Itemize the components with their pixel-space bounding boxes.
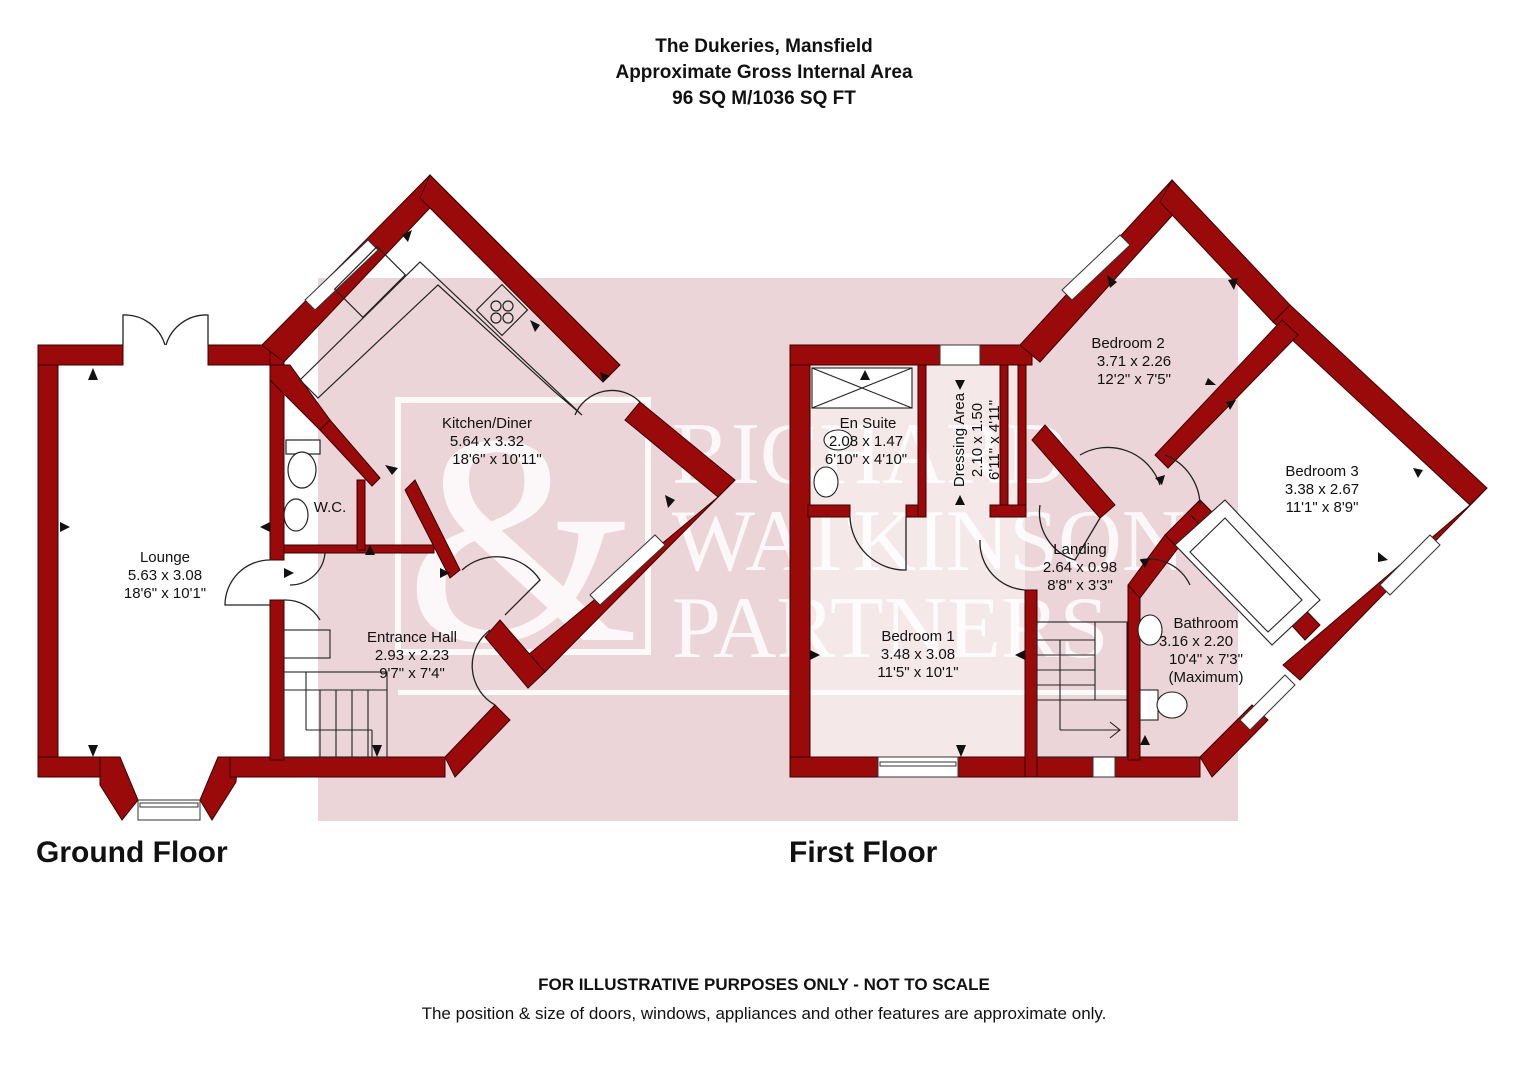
bedroom2-metric: 3.71 x 2.26 xyxy=(1097,353,1171,370)
footer-note: The position & size of doors, windows, a… xyxy=(421,1004,1107,1023)
kitchen-imperial: 18'6" x 10'11" xyxy=(452,451,542,468)
wc-name: W.C. xyxy=(314,499,347,516)
bedroom2-name: Bedroom 2 xyxy=(1091,335,1164,352)
bedroom3-metric: 3.38 x 2.67 xyxy=(1285,481,1359,498)
dressing-imperial: 6'11" x 4'11" xyxy=(986,400,1003,480)
ensuite-metric: 2.08 x 1.47 xyxy=(829,433,903,450)
bathroom-name: Bathroom xyxy=(1173,615,1238,632)
first-floor-label: First Floor xyxy=(789,836,938,869)
bedroom2-imperial: 12'2" x 7'5" xyxy=(1097,371,1171,388)
landing-imperial: 8'8" x 3'3" xyxy=(1047,577,1113,594)
ensuite-name: En Suite xyxy=(840,415,897,432)
bedroom3-name: Bedroom 3 xyxy=(1285,463,1358,480)
hall-name: Entrance Hall xyxy=(367,629,457,646)
bedroom1-name: Bedroom 1 xyxy=(881,628,954,645)
plan-subtitle: Approximate Gross Internal Area xyxy=(615,62,913,83)
hall-metric: 2.93 x 2.23 xyxy=(375,647,449,664)
lounge-imperial: 18'6" x 10'1" xyxy=(124,585,206,602)
first-floor-plan: En Suite 2.08 x 1.47 6'10" x 4'10" Dress… xyxy=(789,179,1488,778)
ensuite-imperial: 6'10" x 4'10" xyxy=(825,451,907,468)
plan-area: 96 SQ M/1036 SQ FT xyxy=(672,88,856,109)
kitchen-metric: 5.64 x 3.32 xyxy=(450,433,524,450)
landing-metric: 2.64 x 0.98 xyxy=(1043,559,1117,576)
plan-title: The Dukeries, Mansfield xyxy=(655,36,873,57)
ground-floor-plan: Lounge 5.63 x 3.08 18'6" x 10'1" Kitchen… xyxy=(37,174,736,821)
bathroom-metric: 3.16 x 2.20 xyxy=(1159,633,1233,650)
dressing-name: Dressing Area xyxy=(951,392,968,487)
kitchen-name: Kitchen/Diner xyxy=(442,415,532,432)
bathroom-imperial: 10'4" x 7'3" xyxy=(1169,651,1243,668)
bedroom1-metric: 3.48 x 3.08 xyxy=(881,646,955,663)
bathroom-note: (Maximum) xyxy=(1169,669,1244,686)
bedroom1-imperial: 11'5" x 10'1" xyxy=(877,664,958,681)
bedroom3-imperial: 11'1" x 8'9" xyxy=(1286,499,1359,516)
disclaimer-text: FOR ILLUSTRATIVE PURPOSES ONLY - NOT TO … xyxy=(538,975,990,994)
lounge-name: Lounge xyxy=(140,549,190,566)
lounge-metric: 5.63 x 3.08 xyxy=(128,567,202,584)
landing-name: Landing xyxy=(1053,541,1106,558)
ground-floor-label: Ground Floor xyxy=(36,836,228,869)
hall-imperial: 9'7" x 7'4" xyxy=(379,665,445,682)
dressing-metric: 2.10 x 1.50 xyxy=(969,403,986,477)
